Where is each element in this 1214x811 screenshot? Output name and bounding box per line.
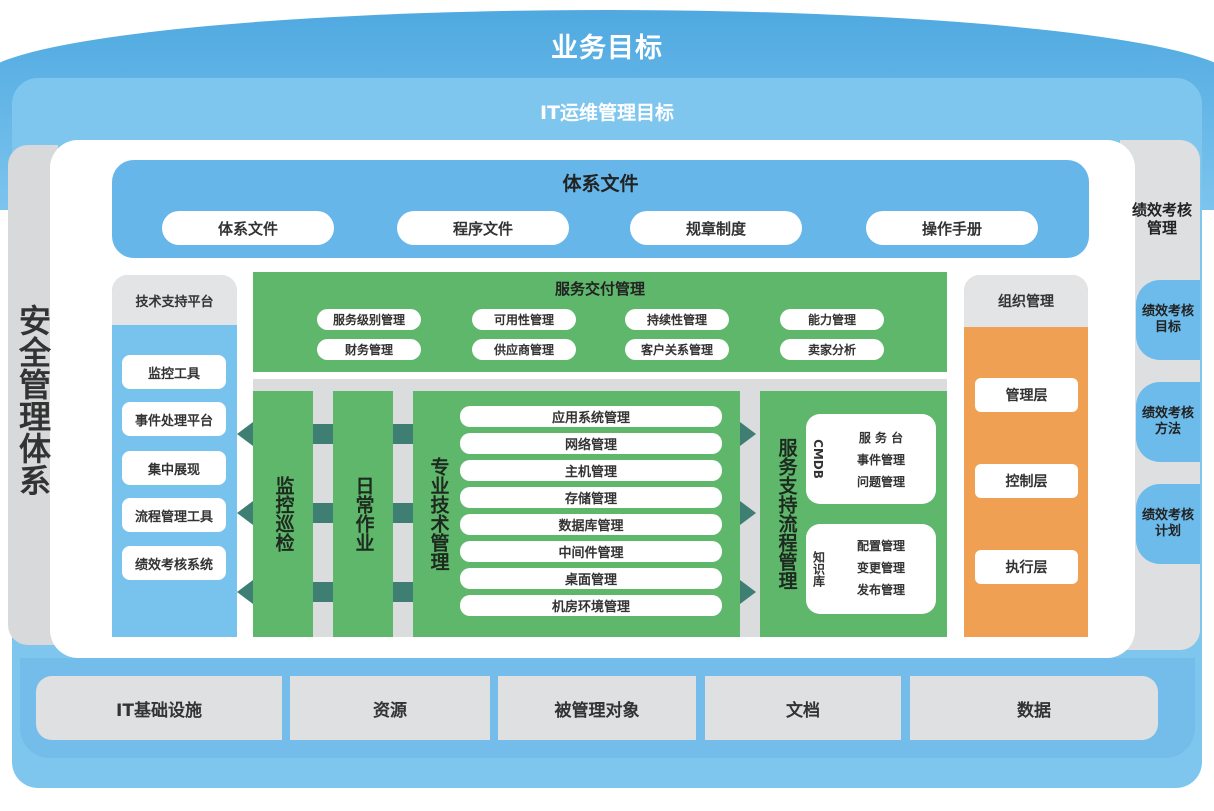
seller-analysis-item[interactable]: 卖家分析 (780, 339, 884, 360)
customer-relation-item[interactable]: 客户关系管理 (625, 339, 729, 360)
performance-goal-tab[interactable]: 绩效考核目标 (1136, 280, 1200, 360)
daily-ops-label: 日常作业 (352, 476, 375, 552)
system-docs-title: 体系文件 (562, 172, 639, 195)
app-system-item[interactable]: 应用系统管理 (460, 406, 722, 427)
professional-tech-label: 专业技术管理 (427, 457, 450, 571)
service-delivery-title: 服务交付管理 (554, 279, 645, 298)
arrow-right-icon (740, 580, 756, 604)
regulation-item[interactable]: 规章制度 (630, 211, 802, 245)
middleware-item[interactable]: 中间件管理 (460, 541, 722, 562)
connector-bar (313, 582, 333, 602)
performance-method-tab[interactable]: 绩效考核方法 (1136, 382, 1200, 462)
knowledge-box (806, 524, 936, 614)
monitoring-tool-item[interactable]: 监控工具 (122, 355, 226, 389)
monitoring-column (253, 391, 313, 637)
daily-ops-column (333, 391, 393, 637)
capacity-item[interactable]: 能力管理 (780, 309, 884, 330)
database-item[interactable]: 数据库管理 (460, 514, 722, 535)
arrow-right-icon (740, 501, 756, 525)
service-level-item[interactable]: 服务级别管理 (317, 309, 421, 330)
connector-bar (313, 424, 333, 444)
release-mgmt-item[interactable]: 发布管理 (856, 582, 905, 597)
performance-mgmt-title: 绩效考核管理 (1131, 201, 1192, 237)
security-system-label: 安全管理体系 (14, 304, 52, 496)
left-column (8, 145, 58, 645)
availability-item[interactable]: 可用性管理 (472, 309, 576, 330)
cmdb-box (806, 414, 936, 504)
performance-plan-tab[interactable]: 绩效考核计划 (1136, 484, 1200, 564)
it-ops-goal-title: IT运维管理目标 (539, 101, 675, 124)
monitoring-label: 监控巡检 (272, 476, 295, 552)
config-mgmt-item[interactable]: 配置管理 (856, 538, 905, 553)
service-desk-item[interactable]: 服 务 台 (858, 430, 904, 445)
control-layer-item[interactable]: 控制层 (975, 464, 1078, 498)
incident-mgmt-item[interactable]: 事件管理 (856, 452, 905, 467)
connector-bar (313, 503, 333, 523)
knowledge-tag: 知识库 (811, 551, 826, 587)
it-infrastructure-cell[interactable]: IT基础设施 (36, 676, 282, 740)
org-mgmt-title: 组织管理 (964, 275, 1088, 327)
problem-mgmt-item[interactable]: 问题管理 (856, 474, 905, 489)
host-item[interactable]: 主机管理 (460, 460, 722, 481)
managed-objects-cell[interactable]: 被管理对象 (498, 676, 696, 740)
connector-bar (393, 424, 413, 444)
connector-bar (393, 503, 413, 523)
service-support-label: 服务支持流程管理 (775, 438, 798, 590)
operation-manual-item[interactable]: 操作手册 (866, 211, 1038, 245)
tech-support-title: 技术支持平台 (112, 275, 237, 325)
incident-platform-item[interactable]: 事件处理平台 (122, 402, 226, 436)
execution-layer-item[interactable]: 执行层 (975, 550, 1078, 584)
management-layer-item[interactable]: 管理层 (975, 378, 1078, 412)
arrow-right-icon (740, 422, 756, 446)
storage-item[interactable]: 存储管理 (460, 487, 722, 508)
arrow-left-icon (237, 580, 253, 604)
performance-system-item[interactable]: 绩效考核系统 (122, 546, 226, 580)
cmdb-tag: CMDB (811, 439, 825, 479)
data-cell[interactable]: 数据 (910, 676, 1158, 740)
process-tool-item[interactable]: 流程管理工具 (122, 498, 226, 532)
arrow-left-icon (237, 501, 253, 525)
resources-cell[interactable]: 资源 (290, 676, 490, 740)
continuity-item[interactable]: 持续性管理 (625, 309, 729, 330)
datacenter-env-item[interactable]: 机房环境管理 (460, 595, 722, 616)
finance-item[interactable]: 财务管理 (317, 339, 421, 360)
business-goal-title: 业务目标 (551, 32, 663, 64)
documents-cell[interactable]: 文档 (705, 676, 901, 740)
change-mgmt-item[interactable]: 变更管理 (856, 560, 905, 575)
procedure-doc-item[interactable]: 程序文件 (397, 211, 569, 245)
desktop-item[interactable]: 桌面管理 (460, 568, 722, 589)
system-doc-item[interactable]: 体系文件 (162, 211, 334, 245)
central-display-item[interactable]: 集中展现 (122, 451, 226, 485)
network-item[interactable]: 网络管理 (460, 433, 722, 454)
supplier-item[interactable]: 供应商管理 (472, 339, 576, 360)
connector-bar (393, 582, 413, 602)
arrow-left-icon (237, 422, 253, 446)
